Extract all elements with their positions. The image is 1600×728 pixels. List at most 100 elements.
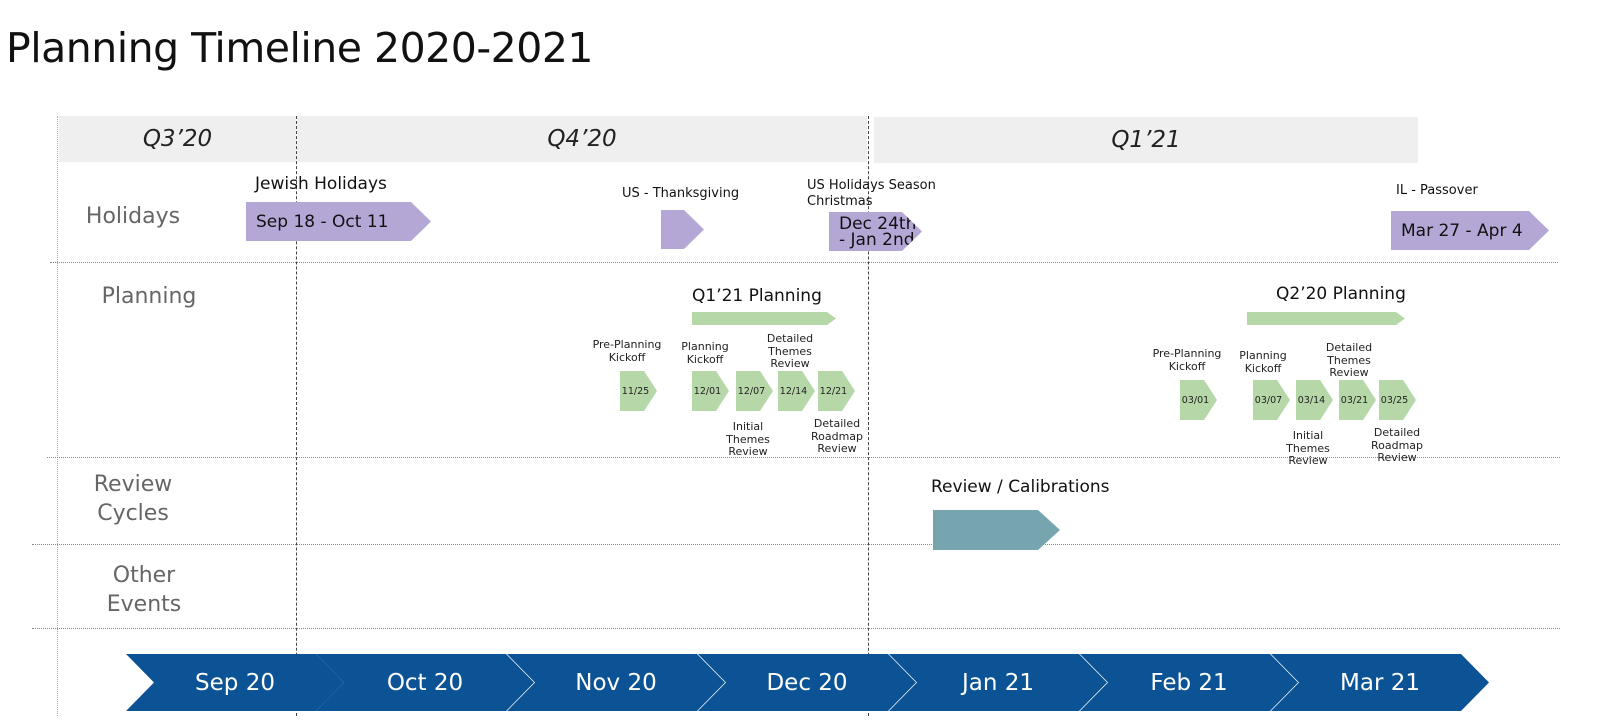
milestone-chevron: 03/14 (1296, 380, 1333, 420)
caption-detailed-roadmap-review: Detailed Roadmap Review (1366, 426, 1428, 465)
passover-dates: Mar 27 - Apr 4 (1401, 220, 1523, 241)
month-chevron: Sep 20 (126, 654, 344, 711)
us-holidays-label-line: Christmas (807, 194, 873, 209)
milestone-date: 03/14 (1297, 394, 1326, 406)
month-label: Feb 21 (1150, 669, 1228, 696)
month-label: Sep 20 (195, 669, 275, 696)
milestone-date: 03/01 (1181, 394, 1210, 406)
caption-line: Themes (726, 432, 770, 446)
us-holidays-dates-line: Dec 24th (839, 213, 917, 234)
caption-planning-kickoff: Planning Kickoff (1233, 349, 1293, 375)
caption-line: Initial (1292, 429, 1324, 442)
us-holidays-dates: Dec 24th - Jan 2nd (829, 216, 916, 248)
q1-planning-bar (692, 312, 836, 325)
q3-q4-divider (296, 116, 297, 716)
month-label: Dec 20 (766, 669, 848, 696)
caption-line: Kickoff (1168, 359, 1206, 373)
row-label-review-cycles: Review Cycles (60, 470, 206, 528)
month-label: Oct 20 (386, 669, 464, 696)
row-label-holidays: Holidays (85, 204, 181, 229)
caption-line: Kickoff (686, 352, 724, 366)
jewish-holidays-bar: Sep 18 - Oct 11 (246, 202, 431, 241)
caption-line: Roadmap (810, 429, 864, 443)
caption-pre-planning-kickoff: Pre-Planning Kickoff (592, 338, 662, 364)
milestone-chevron: 12/21 (818, 371, 855, 411)
thanksgiving-bar (661, 210, 704, 249)
caption-detailed-themes-review: Detailed Themes Review (1319, 341, 1379, 380)
row-label-line: Other (112, 563, 176, 588)
q2-planning-bar (1247, 312, 1405, 325)
milestone-date: 12/07 (737, 385, 766, 397)
month-chevron: Dec 20 (698, 654, 916, 711)
q2-planning-label: Q2’20 Planning (1276, 284, 1406, 304)
us-holidays-label-line: US Holidays Season (807, 178, 936, 193)
quarter-label: Q1’21 (1111, 127, 1181, 153)
caption-line: Review (728, 445, 768, 458)
row-label-other-events: Other Events (71, 561, 217, 619)
milestone-date: 03/21 (1340, 394, 1369, 406)
caption-line: Pre-Planning (592, 338, 662, 351)
month-label: Mar 21 (1340, 669, 1420, 696)
page-title: Planning Timeline 2020-2021 (6, 24, 594, 72)
caption-detailed-roadmap-review: Detailed Roadmap Review (806, 417, 868, 456)
row-divider (32, 544, 1560, 545)
month-chevron: Nov 20 (507, 654, 725, 711)
caption-line: Review (817, 442, 857, 455)
us-holidays-bar: Dec 24th - Jan 2nd (829, 212, 922, 251)
caption-line: Planning (1239, 349, 1287, 362)
quarter-q1-21: Q1’21 (874, 117, 1418, 163)
caption-line: Pre-Planning (1152, 347, 1222, 360)
caption-line: Review (1329, 366, 1369, 379)
month-label: Jan 21 (961, 669, 1035, 696)
caption-line: Detailed (813, 417, 861, 430)
caption-line: Planning (681, 340, 729, 353)
passover-label: IL - Passover (1396, 183, 1478, 198)
row-divider (32, 628, 1560, 629)
caption-planning-kickoff: Planning Kickoff (675, 340, 735, 366)
month-chevron: Jan 21 (889, 654, 1107, 711)
quarter-label: Q4’20 (547, 126, 617, 152)
row-label-line: Events (106, 592, 182, 617)
milestone-date: 12/21 (819, 385, 848, 397)
caption-line: Roadmap (1370, 438, 1424, 452)
milestone-chevron: 12/14 (778, 371, 815, 411)
caption-line: Detailed (1325, 341, 1373, 354)
caption-line: Kickoff (608, 350, 646, 364)
review-calibrations-label: Review / Calibrations (931, 477, 1110, 497)
left-border-line (57, 116, 58, 716)
passover-bar: Mar 27 - Apr 4 (1391, 211, 1549, 250)
milestone-chevron: 12/07 (736, 371, 773, 411)
month-chevron: Feb 21 (1080, 654, 1298, 711)
milestone-date: 12/01 (693, 385, 722, 397)
month-chevron: Oct 20 (316, 654, 534, 711)
caption-pre-planning-kickoff: Pre-Planning Kickoff (1152, 347, 1222, 373)
caption-line: Detailed (1373, 426, 1421, 439)
caption-line: Kickoff (1244, 361, 1282, 375)
month-label: Nov 20 (575, 669, 657, 696)
month-chevron: Mar 21 (1271, 654, 1489, 711)
caption-line: Themes (1286, 441, 1330, 455)
quarter-label: Q3’20 (142, 126, 213, 152)
caption-line: Review (1377, 451, 1417, 464)
jewish-holidays-label: Jewish Holidays (255, 174, 387, 194)
q1-planning-label: Q1’21 Planning (692, 286, 822, 306)
thanksgiving-label: US - Thanksgiving (622, 186, 740, 201)
milestone-chevron: 03/07 (1253, 380, 1290, 420)
year-divider (868, 116, 869, 716)
milestone-chevron: 03/25 (1379, 380, 1416, 420)
us-holidays-label: US Holidays Season Christmas (807, 178, 936, 210)
caption-initial-themes-review: Initial Themes Review (1278, 429, 1338, 468)
milestone-chevron: 12/01 (692, 371, 729, 411)
milestone-date: 03/25 (1380, 394, 1409, 406)
caption-line: Review (1288, 454, 1328, 467)
review-calibrations-bar (933, 510, 1060, 550)
milestone-date: 03/07 (1254, 394, 1283, 406)
caption-line: Review (770, 357, 810, 370)
row-divider (47, 457, 1560, 458)
quarter-q4-20: Q4’20 (297, 116, 867, 162)
caption-line: Themes (768, 344, 812, 358)
milestone-date: 11/25 (621, 385, 650, 397)
milestone-date: 12/14 (779, 385, 808, 397)
caption-line: Detailed (766, 332, 814, 345)
caption-line: Initial (732, 420, 764, 433)
